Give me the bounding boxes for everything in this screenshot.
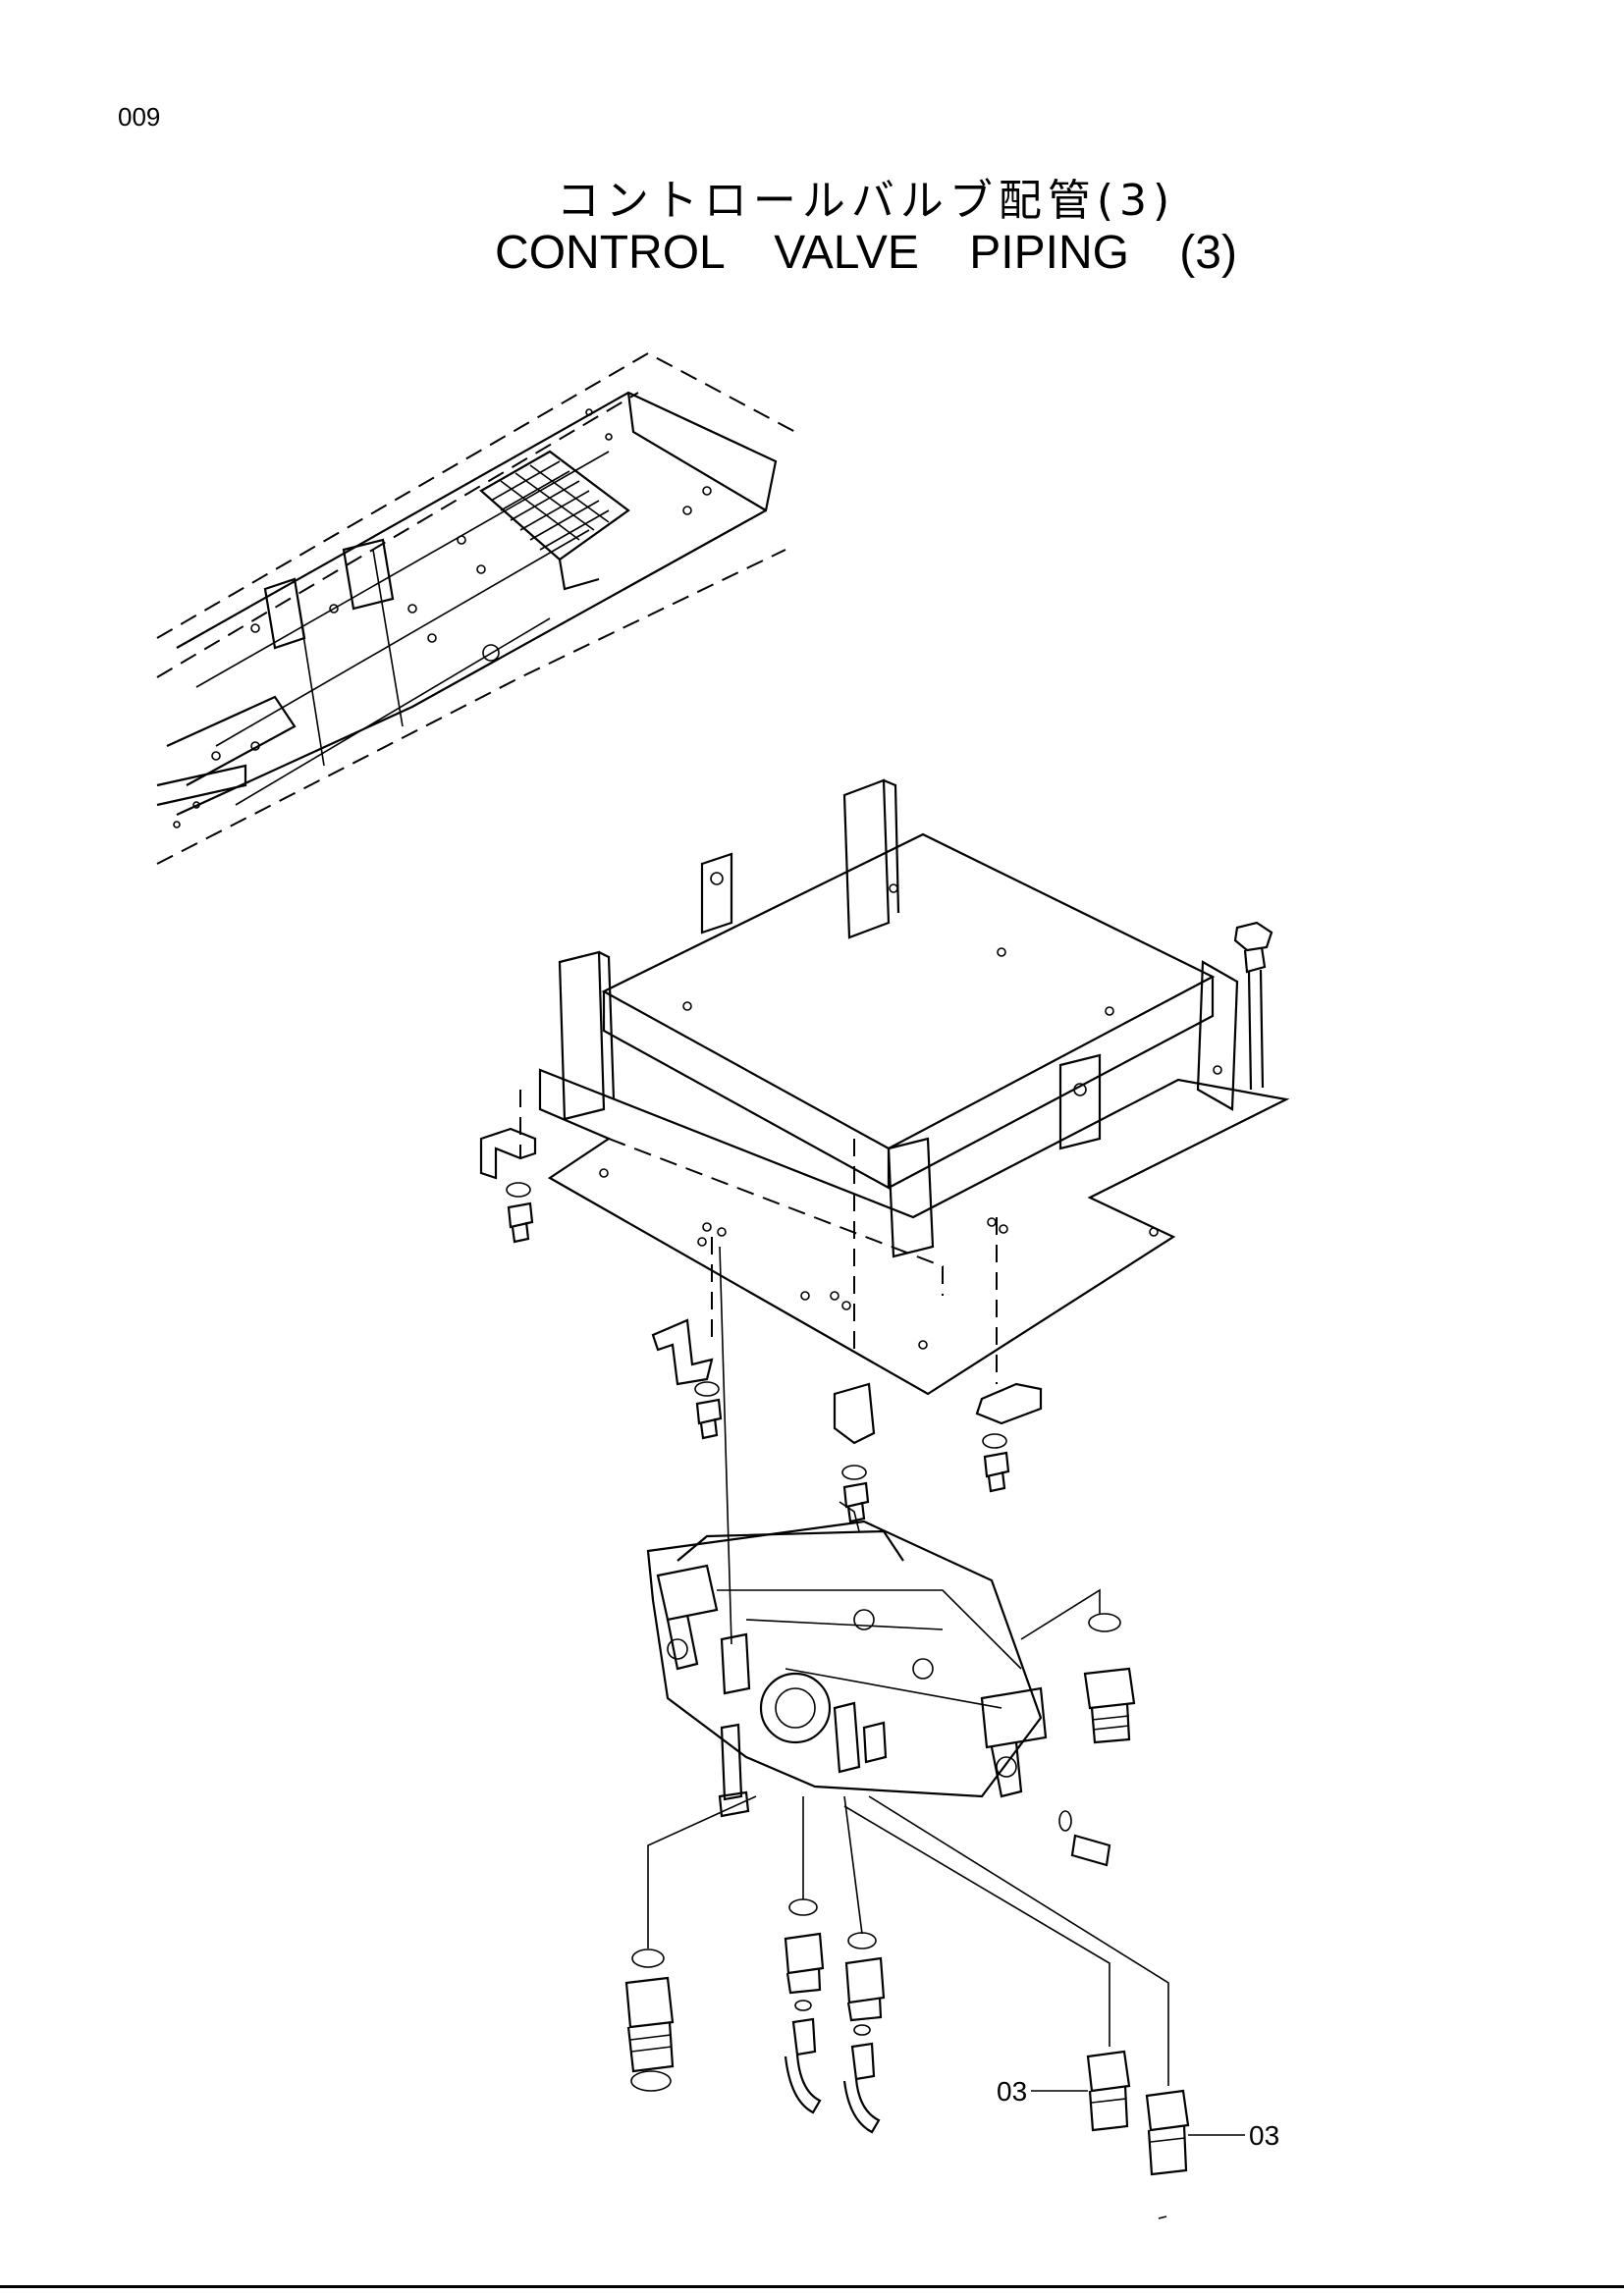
control-valve-icon <box>646 1246 1048 1818</box>
o-ring-icon <box>631 1613 1121 2036</box>
frame-assembly-icon <box>156 351 796 865</box>
title-japanese: コントロールバルブ配管(3) <box>556 176 1176 226</box>
valve-cover-plate-icon <box>519 778 1290 1396</box>
bracket-icon <box>479 1127 1043 1445</box>
title-english: CONTROL VALVE PIPING (3) <box>495 227 1237 279</box>
callout-03-left: 03 <box>997 2076 1027 2107</box>
leader-lines <box>647 1588 1245 2219</box>
page-number: 009 <box>118 102 161 132</box>
bottom-rule <box>0 2285 1624 2288</box>
elbow-icon <box>784 2017 881 2134</box>
washer-icon <box>506 1182 1007 1480</box>
bolt-icon <box>507 1201 1010 1523</box>
bolt-icon <box>1233 921 1273 1091</box>
callout-03-right: 03 <box>1249 2120 1279 2151</box>
fitting-icon <box>624 1667 1190 2176</box>
